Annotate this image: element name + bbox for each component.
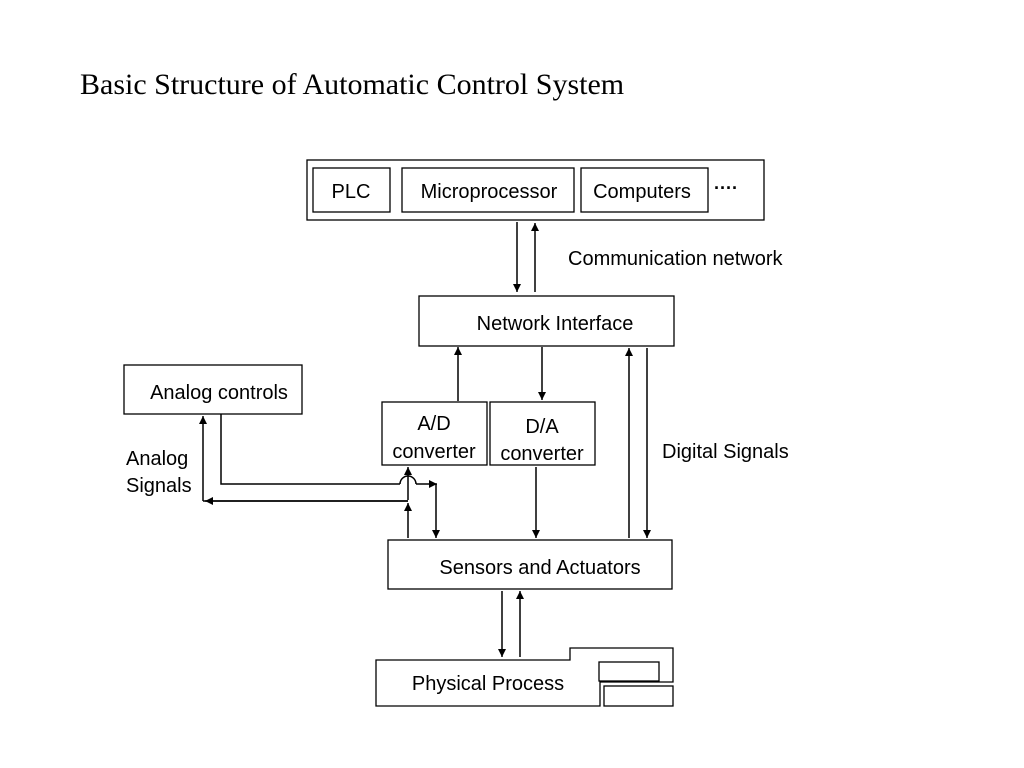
analog-signals-label-line2: Signals [126,475,192,497]
microprocessor-label: Microprocessor [421,181,558,203]
ad-converter-label-line1: A/D [417,413,450,435]
plc-box [312,167,391,213]
da-converter-box [489,401,596,466]
analog-controls-box [123,364,303,415]
network-interface-label: Network Interface [477,313,634,335]
plc-label: PLC [332,181,371,203]
page-title: Basic Structure of Automatic Control Sys… [80,68,625,101]
more-controllers-ellipsis: ···· [714,178,738,198]
analog-signals-label-line1: Analog [126,448,188,470]
microprocessor-box [401,167,575,213]
da-converter-label-line1: D/A [525,416,559,438]
network-interface-box [418,295,675,347]
communication-network-label: Communication network [568,248,784,270]
ad-converter-label-line2: converter [392,441,476,463]
analog-controls-label: Analog controls [150,382,288,404]
analog-controls-output-line [220,414,400,485]
computers-box [580,167,709,213]
da-converter-label-line2: converter [500,443,584,465]
computers-label: Computers [593,181,691,203]
sensors-actuators-label: Sensors and Actuators [439,557,640,579]
ad-converter-box [381,401,488,466]
physical-process-inner-slot [598,661,660,682]
physical-process-tray [603,685,674,707]
digital-signals-label: Digital Signals [662,441,789,463]
physical-process-label: Physical Process [412,673,564,695]
sensors-actuators-box [387,539,673,590]
